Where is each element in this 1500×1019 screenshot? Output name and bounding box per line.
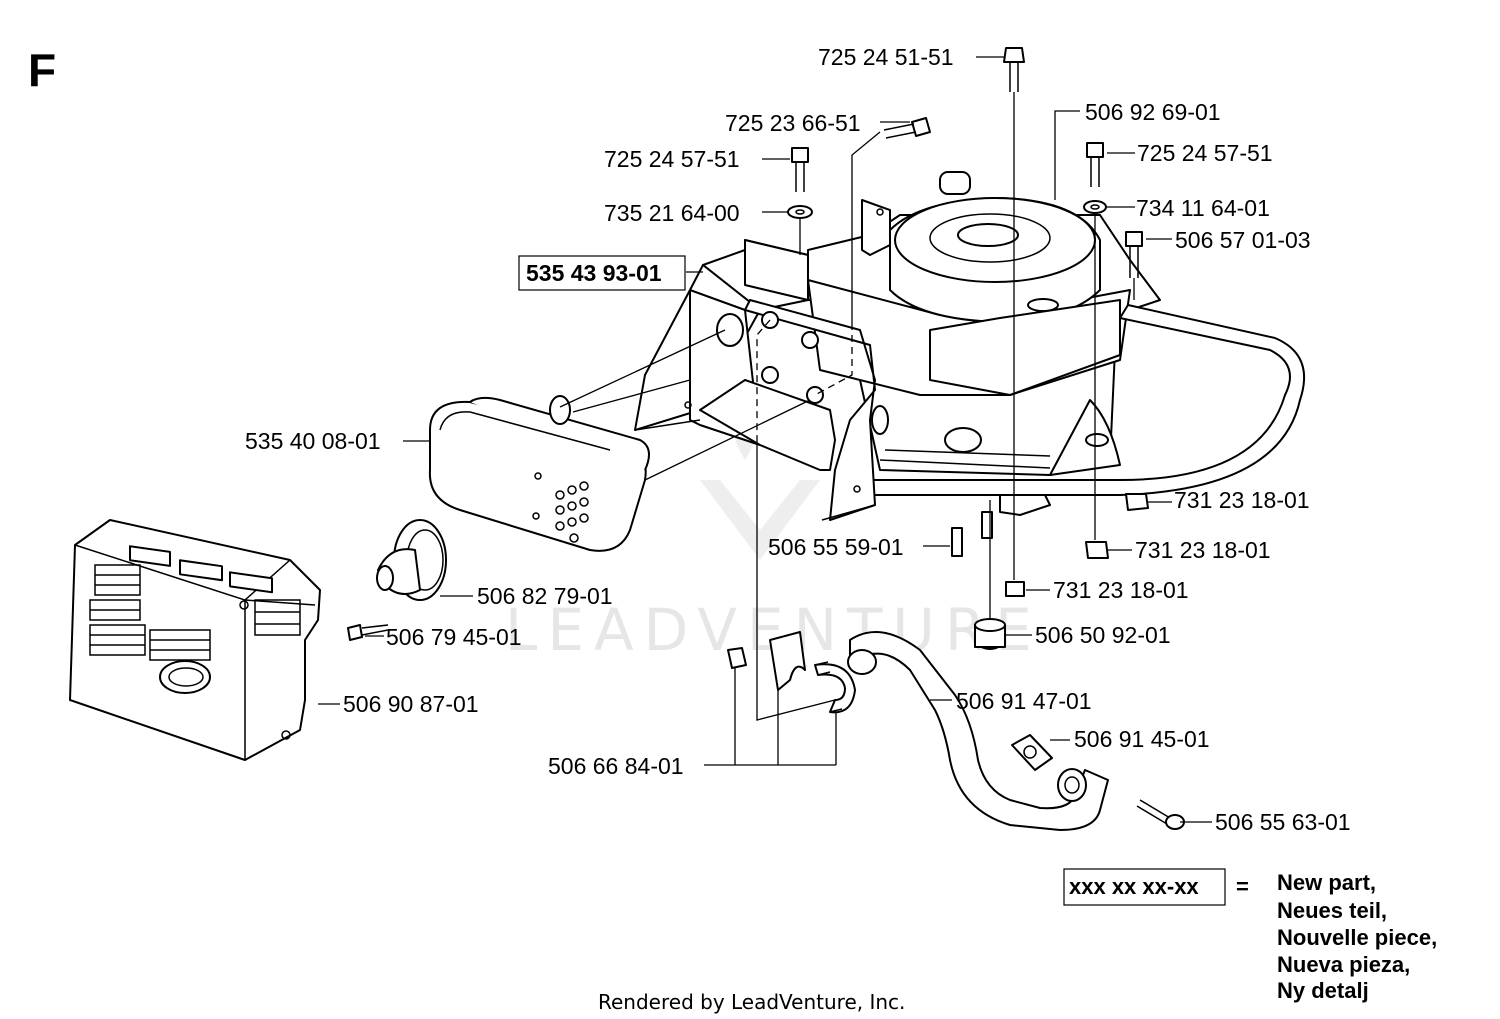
section-letter: F (28, 44, 56, 96)
label-735216400[interactable]: 735 21 64-00 (604, 200, 740, 226)
bolt-506556301 (1136, 799, 1185, 830)
watermark: LEADVENTURE (505, 380, 1042, 664)
label-725245751-left[interactable]: 725 24 57-51 (604, 146, 740, 172)
label-506509201[interactable]: 506 50 92-01 (1035, 622, 1171, 648)
tube-frame (869, 304, 1306, 496)
new-part-box (518, 255, 686, 291)
hardware (787, 47, 1149, 650)
label-506570103[interactable]: 506 57 01-03 (1175, 227, 1311, 253)
label-506914501[interactable]: 506 91 45-01 (1074, 726, 1210, 752)
label-506914701[interactable]: 506 91 47-01 (956, 688, 1092, 714)
legend-line-1: New part, (1277, 870, 1376, 895)
label-506794501[interactable]: 506 79 45-01 (386, 624, 522, 650)
part-labels: 725 24 51-51 506 92 69-01 725 23 66-51 7… (245, 44, 1351, 835)
label-725236651[interactable]: 725 23 66-51 (725, 110, 861, 136)
label-506908701[interactable]: 506 90 87-01 (343, 691, 479, 717)
label-731231801-a[interactable]: 731 23 18-01 (1174, 487, 1310, 513)
label-506668401[interactable]: 506 66 84-01 (548, 753, 684, 779)
gasket (1011, 734, 1053, 771)
label-506556301[interactable]: 506 55 63-01 (1215, 809, 1351, 835)
legend-line-2: Neues teil, (1277, 898, 1387, 923)
vent-slots (89, 564, 301, 661)
label-506555901[interactable]: 506 55 59-01 (768, 534, 904, 560)
label-731231801-c[interactable]: 731 23 18-01 (1053, 577, 1189, 603)
label-725245151[interactable]: 725 24 51-51 (818, 44, 954, 70)
label-506926901[interactable]: 506 92 69-01 (1085, 99, 1221, 125)
legend-line-5: Ny detalj (1277, 978, 1369, 1003)
label-506827901[interactable]: 506 82 79-01 (477, 583, 613, 609)
legend: xxx xx xx-xx = New part, Neues teil, Nou… (1063, 868, 1437, 1003)
mounting-bracket (634, 239, 876, 521)
legend-line-3: Nouvelle piece, (1277, 925, 1437, 950)
exhaust-pipe (847, 631, 1109, 831)
screw-506794501 (347, 624, 389, 641)
footer-credit: Rendered by LeadVenture, Inc. (598, 990, 905, 1014)
legend-line-4: Nueva pieza, (1277, 952, 1410, 977)
label-725245751-right[interactable]: 725 24 57-51 (1137, 140, 1273, 166)
leader-lines (318, 56, 1212, 823)
assembly-lines (559, 92, 1135, 721)
watermark-text: LEADVENTURE (505, 596, 1042, 664)
engine-drawing (807, 171, 1161, 516)
label-535400801[interactable]: 535 40 08-01 (245, 428, 381, 454)
muffler-holes (532, 472, 589, 543)
spark-arrestor (376, 519, 447, 601)
label-734116401[interactable]: 734 11 64-01 (1136, 195, 1270, 221)
label-535439301[interactable]: 535 43 93-01 (526, 260, 662, 286)
heat-shield (69, 519, 321, 761)
exhaust-clamp (727, 631, 856, 714)
legend-equals: = (1236, 874, 1249, 899)
legend-code-box (1063, 868, 1226, 906)
legend-code: xxx xx xx-xx (1069, 874, 1199, 899)
muffler (428, 395, 650, 552)
label-731231801-b[interactable]: 731 23 18-01 (1135, 537, 1271, 563)
